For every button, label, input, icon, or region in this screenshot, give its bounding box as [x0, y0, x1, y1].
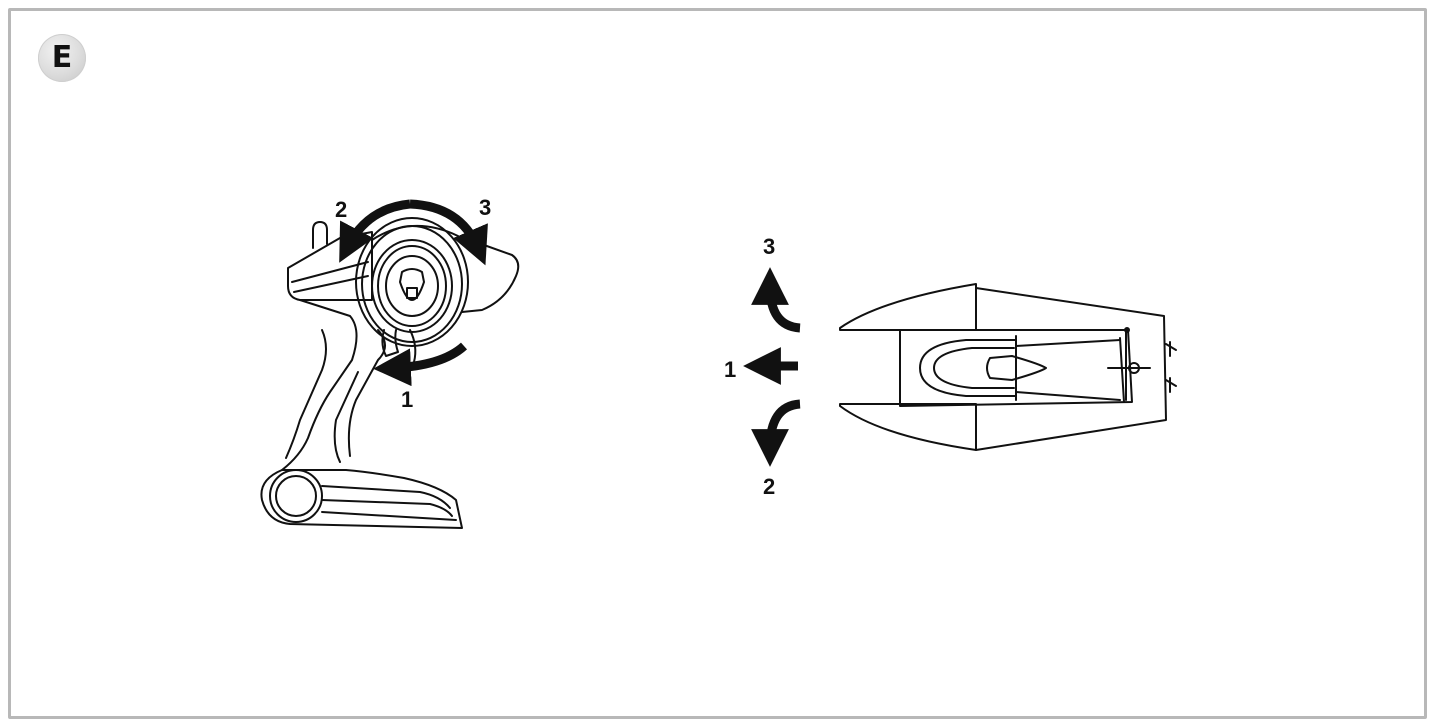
boat-arrows: [743, 267, 801, 467]
turn-left-arrow: [751, 399, 801, 467]
transmitter-handle: [281, 299, 358, 471]
transmitter-illustration: [260, 217, 520, 529]
steer-left-label: 2: [335, 197, 347, 222]
turn-left-label: 2: [763, 474, 775, 499]
section-badge: E: [38, 34, 86, 82]
transmitter-base-knob: [269, 469, 323, 523]
transmitter-base: [260, 469, 463, 529]
boat-canopy: [986, 355, 1047, 381]
diagram-frame: [8, 8, 1427, 719]
steer-left-arrow: [339, 199, 411, 263]
boat-lower-pontoon: [839, 403, 977, 451]
transmitter-shoulder: [461, 239, 520, 313]
throttle-arrow: [373, 342, 468, 387]
turn-right-label: 3: [763, 234, 775, 259]
steer-right-label: 3: [479, 195, 491, 220]
steer-right-arrow: [409, 199, 488, 266]
boat-propeller-bottom: [1165, 377, 1177, 393]
transmitter-antenna: [312, 221, 328, 249]
turn-right-arrow: [751, 267, 801, 333]
boat-illustration: [839, 283, 1177, 451]
boat-hull: [975, 287, 1167, 451]
boat-propeller-top: [1165, 341, 1177, 357]
transmitter-arrows: [339, 199, 488, 387]
boat-cockpit: [919, 339, 1017, 397]
boat-deck: [899, 329, 1133, 407]
section-badge-letter: E: [51, 40, 73, 75]
transmitter-head: [287, 231, 373, 301]
forward-label: 1: [724, 357, 736, 382]
throttle-label: 1: [401, 387, 413, 412]
steering-wheel: [355, 217, 469, 347]
boat-upper-pontoon: [839, 283, 977, 331]
